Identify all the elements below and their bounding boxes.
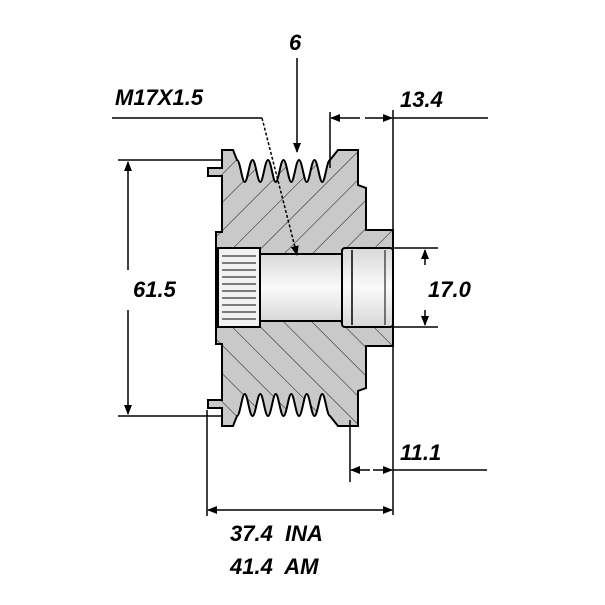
rear-offset-label: 11.1	[400, 440, 441, 465]
spline-lines	[222, 255, 256, 320]
length-am-label: 41.4 AM	[229, 554, 319, 579]
outer-diameter-label: 61.5	[133, 277, 177, 302]
spline-section	[217, 247, 261, 328]
front-offset-label: 13.4	[400, 87, 443, 112]
bore	[217, 247, 394, 328]
groove-count-label: 6	[289, 30, 302, 55]
bore-diameter-label: 17.0	[428, 277, 472, 302]
thread-label: M17X1.5	[115, 85, 204, 110]
length-ina-label: 37.4 INA	[230, 521, 323, 546]
dimension-lines	[112, 58, 488, 516]
thread-bore	[259, 253, 343, 322]
